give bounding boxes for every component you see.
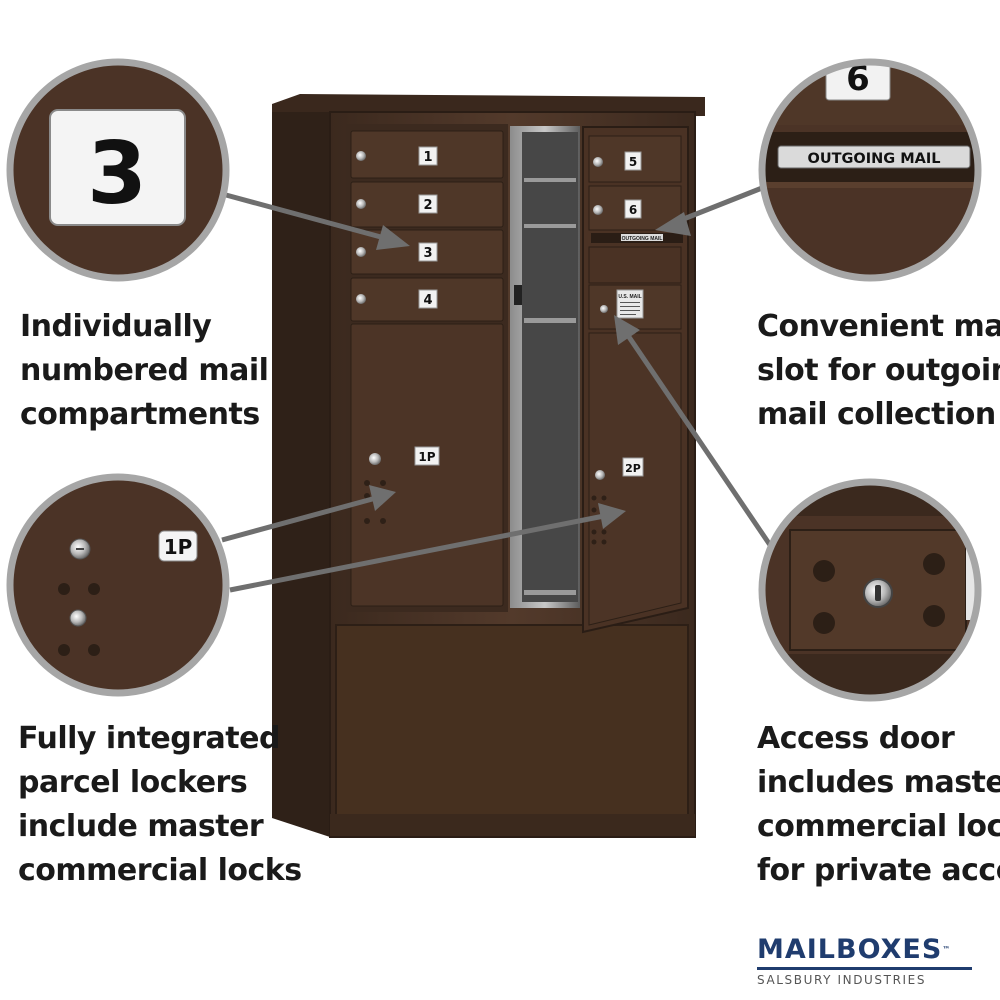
outgoing-mail-label-small: OUTGOING MAIL — [622, 236, 663, 242]
brand-trademark: ™ — [942, 945, 952, 954]
lock-icon — [593, 205, 603, 215]
brand-logo: MAILBOXES™ SALSBURY INDUSTRIES — [757, 935, 982, 987]
master-access-door[interactable]: OUTGOING MAIL U.S. MAIL 5 6 — [582, 126, 689, 634]
caption-access-door: Access door includes master commercial l… — [757, 721, 1000, 888]
zoom-circle-parcel-locker: 1P — [6, 473, 230, 697]
compartment-number-3: 3 — [423, 246, 432, 261]
compartment-number-5: 5 — [629, 155, 637, 169]
callout-arrows — [221, 185, 773, 593]
zoom-parcel-label-1p: 1P — [164, 535, 193, 559]
lock-icon — [356, 199, 366, 209]
zoom-outgoing-label: OUTGOING MAIL — [808, 151, 941, 167]
cabinet-pedestal — [335, 624, 689, 816]
brand-rule — [757, 967, 972, 970]
lock-icon — [595, 470, 605, 480]
compartment-number-4: 4 — [423, 293, 432, 308]
caption-parcel-lockers: Fully integrated parcel lockers include … — [18, 721, 302, 888]
brand-subtitle: SALSBURY INDUSTRIES — [757, 973, 927, 987]
zoom-lock-icon — [69, 609, 87, 627]
zoom-number-3: 3 — [87, 124, 147, 224]
lock-icon — [356, 294, 366, 304]
parcel-locker-door-2p[interactable] — [588, 332, 682, 626]
zoom-circle-outgoing-slot: 6 OUTGOING MAIL — [758, 58, 982, 282]
brand-name: MAILBOXES — [757, 934, 943, 965]
lock-icon — [356, 247, 366, 257]
compartment-column-left: 1 2 3 4 1P — [346, 124, 508, 612]
zoom-rivet-icons — [813, 553, 945, 634]
compartment-number-2: 2 — [423, 198, 432, 213]
caption-numbered-compartments: Individually numbered mail compartments — [20, 309, 269, 432]
parcel-number-1p: 1P — [418, 450, 435, 464]
zoom-number-6: 6 — [846, 59, 870, 99]
open-interior — [510, 126, 580, 608]
zoom-rivet-icons — [58, 583, 100, 656]
zoom-circle-compartment-number: 3 — [6, 58, 230, 282]
lock-icon — [593, 157, 603, 167]
compartment-number-1: 1 — [423, 150, 432, 165]
master-lock-icon — [600, 305, 608, 313]
caption-outgoing-mail-slot: Convenient mail slot for outgoing mail c… — [757, 309, 1000, 432]
cabinet-base — [330, 814, 695, 836]
zoom-circle-access-door — [758, 478, 982, 702]
us-mail-label: U.S. MAIL — [618, 294, 641, 300]
latch-icon — [514, 285, 522, 305]
mailbox-cabinet: 1 2 3 4 1P OUTGOING MAIL — [272, 94, 705, 838]
compartment-number-6: 6 — [629, 203, 637, 217]
lock-icon — [369, 453, 381, 465]
lock-icon — [356, 151, 366, 161]
cabinet-side — [272, 112, 330, 837]
parcel-number-2p: 2P — [625, 462, 641, 475]
